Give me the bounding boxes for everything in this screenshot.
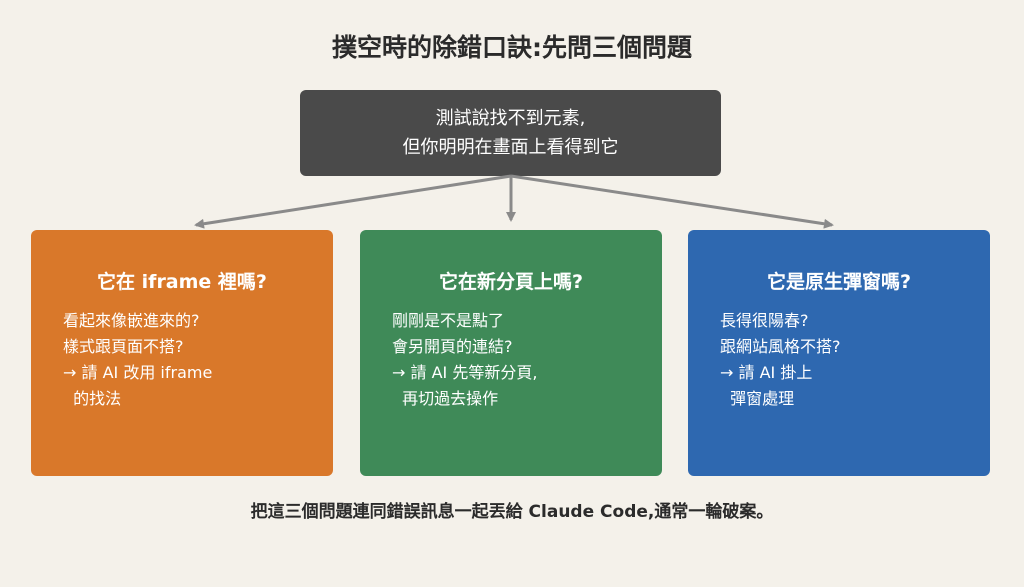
arrow-to-dialog-card: [510, 174, 834, 229]
card-line: 樣式跟頁面不搭?: [63, 337, 184, 356]
card-line: 剛剛是不是點了: [392, 311, 505, 330]
card-line: → 請 AI 先等新分頁,: [392, 363, 538, 382]
card-line: 看起來像嵌進來的?: [63, 311, 200, 330]
card-title: 它是原生彈窗嗎?: [766, 271, 912, 293]
card-line: 的找法: [63, 389, 122, 408]
card-body: 看起來像嵌進來的? 樣式跟頁面不搭? → 請 AI 改用 iframe 的找法: [63, 308, 317, 412]
native-dialog-card: 它是原生彈窗嗎? 長得很陽春? 跟網站風格不搭? → 請 AI 掛上 彈窗處理: [688, 230, 990, 476]
card-line: → 請 AI 掛上: [720, 363, 813, 382]
iframe-card: 它在 iframe 裡嗎? 看起來像嵌進來的? 樣式跟頁面不搭? → 請 AI …: [31, 230, 333, 476]
card-title: 它在 iframe 裡嗎?: [97, 271, 267, 293]
card-line: 跟網站風格不搭?: [720, 337, 841, 356]
root-question-box: 測試說找不到元素, 但你明明在畫面上看得到它: [300, 90, 721, 176]
diagram-title: 撲空時的除錯口訣:先問三個問題: [332, 33, 692, 62]
card-line: → 請 AI 改用 iframe: [63, 363, 213, 382]
root-line-2: 但你明明在畫面上看得到它: [402, 137, 619, 158]
card-title: 它在新分頁上嗎?: [438, 271, 584, 293]
footer-tip: 把這三個問題連同錯誤訊息一起丟給 Claude Code,通常一輪破案。: [250, 502, 774, 522]
arrow-to-iframe-card: [194, 174, 512, 229]
new-tab-card: 它在新分頁上嗎? 剛剛是不是點了 會另開頁的連結? → 請 AI 先等新分頁, …: [360, 230, 662, 476]
card-body: 剛剛是不是點了 會另開頁的連結? → 請 AI 先等新分頁, 再切過去操作: [392, 308, 646, 412]
card-line: 會另開頁的連結?: [392, 337, 513, 356]
card-line: 彈窗處理: [720, 389, 795, 408]
root-line-1: 測試說找不到元素,: [435, 108, 586, 129]
card-line: 長得很陽春?: [720, 311, 809, 330]
card-line: 再切過去操作: [392, 389, 499, 408]
card-body: 長得很陽春? 跟網站風格不搭? → 請 AI 掛上 彈窗處理: [720, 308, 974, 412]
